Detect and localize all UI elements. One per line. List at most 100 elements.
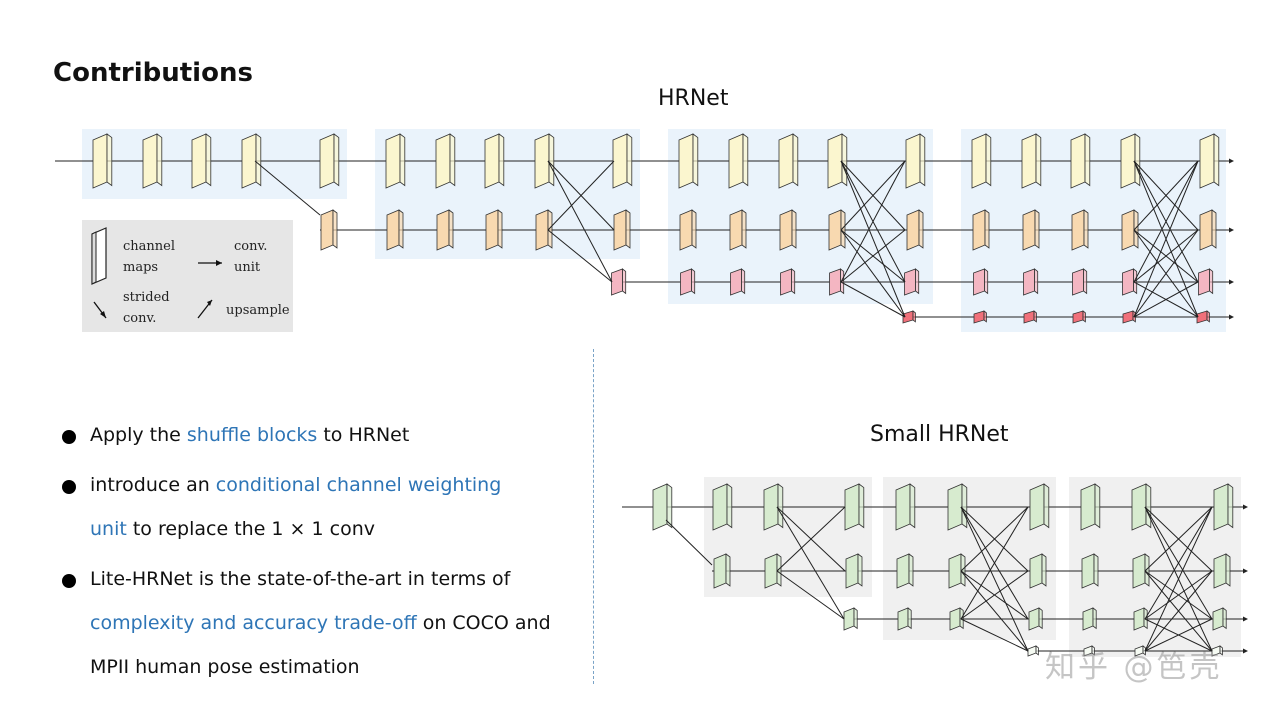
hrnet-channel-map [1072, 268, 1084, 296]
hrnet-channel-map-side [741, 209, 747, 249]
small-hrnet-channel-map-side [857, 553, 863, 587]
small-hrnet-channel-map [1081, 553, 1095, 589]
small-hrnet-channel-map [1213, 483, 1229, 531]
small-hrnet-fusion-line [1144, 506, 1213, 572]
hrnet-channel-map-side [841, 133, 848, 187]
hrnet-channel-map [971, 133, 987, 189]
section-divider [593, 349, 594, 684]
hrnet-channel-map-side [983, 310, 987, 323]
hrnet-fusion-line [1133, 229, 1199, 318]
hrnet-strided-conv [254, 160, 321, 216]
hrnet-fusion-line [840, 160, 906, 231]
hrnet-channel-map [191, 133, 207, 189]
hrnet-channel-map-side [448, 209, 454, 249]
small-hrnet-channel-map-side [961, 483, 968, 529]
small-hrnet-channel-map [1133, 607, 1145, 631]
hrnet-channel-map-side [918, 209, 924, 249]
hrnet-fusion-line [840, 229, 906, 283]
bullet-ccw-unit: introduce an conditional channel weighti… [62, 463, 582, 551]
hrnet-channel-map [904, 268, 916, 296]
bullet-text: MPII human pose estimation [90, 656, 360, 678]
small-hrnet-channel-map-side [960, 553, 966, 587]
hrnet-fusion-line [1133, 160, 1199, 283]
hrnet-channel-map [680, 268, 692, 296]
small-hrnet-channel-map-side [1144, 553, 1150, 587]
bullet-text: to HRNet [317, 424, 410, 446]
legend-conv-label: conv. [234, 239, 268, 254]
legend-channel-label: channel [123, 239, 175, 254]
hrnet-channel-map-side [1035, 133, 1042, 187]
hrnet-channel-map [905, 133, 921, 189]
contribution-list: Apply the shuffle blocks to HRNet introd… [62, 413, 582, 689]
small-hrnet-channel-map-side [666, 483, 673, 529]
bullet-text: to replace the 1 × 1 conv [126, 518, 375, 540]
small-hrnet-channel-map [896, 553, 910, 589]
hrnet-stream-arrowhead [1229, 314, 1234, 320]
hrnet-channel-map-side [792, 133, 799, 187]
small-hrnet-fusion-line [1144, 506, 1213, 620]
hrnet-channel-map-side [1134, 133, 1141, 187]
hrnet-channel-map-side [1206, 310, 1210, 323]
hrnet-fusion-line [840, 229, 906, 318]
small-hrnet-channel-map [1027, 645, 1037, 657]
hrnet-label: HRNet [658, 86, 729, 111]
bullet-shuffle-blocks: Apply the shuffle blocks to HRNet [62, 413, 582, 457]
small-hrnet-channel-map-side [1222, 607, 1227, 630]
hrnet-channel-map [386, 209, 400, 251]
hrnet-channel-map-side [547, 209, 553, 249]
hrnet-channel-map [319, 133, 335, 189]
small-hrnet-channel-map [845, 553, 859, 589]
hrnet-channel-map [678, 133, 694, 189]
hrnet-channel-map [778, 133, 794, 189]
small-hrnet-arrowhead [1243, 616, 1248, 622]
upsample-arrowhead-icon [207, 300, 212, 306]
small-hrnet-channel-map [712, 483, 728, 531]
hrnet-channel-map-side [333, 133, 340, 187]
legend-icons [91, 227, 222, 319]
hrnet-stage3-panel [668, 129, 933, 304]
hrnet-channel-map-side [497, 209, 503, 249]
hrnet-channel-map-side [1082, 310, 1086, 323]
small-hrnet-channel-map-side [776, 553, 782, 587]
hrnet-stage1-panel [82, 129, 347, 199]
hrnet-channel-map-side [691, 268, 696, 295]
hrnet-channel-map-side [1209, 268, 1214, 295]
small-hrnet-fusion-line [776, 506, 845, 620]
hrnet-fusion-line [547, 160, 615, 231]
hrnet-channel-map [241, 133, 257, 189]
hrnet-channel-map [1198, 268, 1210, 296]
small-hrnet-channel-map [897, 607, 909, 631]
hrnet-channel-map [780, 268, 792, 296]
small-hrnet-channel-map-side [1093, 553, 1099, 587]
hrnet-channel-map [1071, 209, 1085, 251]
small-hrnet-label: Small HRNet [870, 422, 1009, 447]
small-hrnet-channel-map-side [1038, 607, 1043, 630]
small-hrnet-channel-map [1131, 483, 1147, 531]
hrnet-fusion-line [1133, 160, 1199, 231]
small-hrnet-fusion-line [960, 506, 1029, 652]
bullet-highlight: unit [90, 518, 127, 540]
legend-strided-label: strided [123, 290, 170, 305]
small-hrnet-arrowhead [1243, 504, 1248, 510]
small-hrnet-fusion-line [1144, 506, 1213, 652]
small-hrnet-channel-map-side [907, 607, 912, 630]
small-hrnet-channel-map-side [1219, 645, 1223, 656]
legend-strided-conv-label: conv. [123, 311, 157, 326]
small-hrnet-channel-map-side [725, 553, 731, 587]
bullet-text: introduce an [90, 474, 216, 496]
hrnet-channel-map-side [840, 209, 846, 249]
hrnet-channel-map-side [625, 209, 631, 249]
small-hrnet-channel-map-side [1227, 483, 1234, 529]
small-hrnet-channel-map [1029, 553, 1043, 589]
small-hrnet-channel-map-side [1142, 645, 1146, 656]
hrnet-channel-map-side [742, 133, 749, 187]
hrnet-stream-arrowhead [1229, 158, 1234, 164]
hrnet-channel-map-side [255, 133, 262, 187]
hrnet-channel-map [611, 268, 623, 296]
small-hrnet-channel-map [1028, 607, 1040, 631]
hrnet-channel-map [906, 209, 920, 251]
legend-box: channel maps conv. unit strided conv. up… [82, 220, 293, 332]
hrnet-channel-map [1022, 209, 1036, 251]
hrnet-channel-map-side [1083, 209, 1089, 249]
hrnet-channel-map-side [912, 310, 916, 323]
